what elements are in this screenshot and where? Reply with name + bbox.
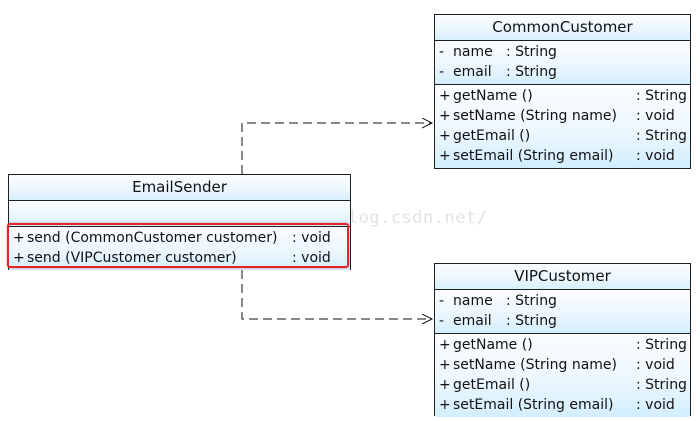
visibility-marker: + <box>13 230 25 246</box>
attributes-section: - name : String - email : String <box>435 41 690 85</box>
method-return-type: : String <box>636 377 687 393</box>
visibility-marker: - <box>439 313 445 329</box>
method-signature: send (CommonCustomer customer) <box>27 230 278 246</box>
attributes-section <box>9 201 350 227</box>
method-return-type: : void <box>636 397 675 413</box>
method-row: + setEmail (String email) : void <box>435 146 690 166</box>
method-signature: getEmail () <box>453 377 531 393</box>
method-signature: getName () <box>453 337 533 353</box>
class-title: EmailSender <box>9 175 350 201</box>
dependency-arrow-vipcustomer <box>241 270 432 319</box>
attribute-row: - name : String <box>435 42 690 62</box>
attribute-type: : String <box>506 44 557 60</box>
dependency-arrow-commoncustomer <box>241 123 432 174</box>
visibility-marker: - <box>439 293 445 309</box>
method-return-type: : void <box>636 148 675 164</box>
method-row: + getName () : String <box>435 335 690 355</box>
method-row: + getEmail () : String <box>435 375 690 395</box>
attribute-name: name <box>453 44 493 60</box>
method-return-type: : void <box>292 230 331 246</box>
method-return-type: : void <box>292 250 331 266</box>
visibility-marker: + <box>439 148 451 164</box>
attribute-type: : String <box>506 293 557 309</box>
class-title: CommonCustomer <box>435 15 690 41</box>
visibility-marker: + <box>13 250 25 266</box>
method-row: + setEmail (String email) : void <box>435 395 690 415</box>
method-return-type: : String <box>636 88 687 104</box>
method-row: + getEmail () : String <box>435 126 690 146</box>
visibility-marker: + <box>439 357 451 373</box>
class-vipcustomer[interactable]: VIPCustomer - name : String - email : St… <box>434 263 691 417</box>
method-signature: send (VIPCustomer customer) <box>27 250 237 266</box>
class-emailsender[interactable]: EmailSender + send (CommonCustomer custo… <box>8 174 351 270</box>
method-signature: setEmail (String email) <box>453 148 614 164</box>
attribute-row: - email : String <box>435 311 690 331</box>
visibility-marker: + <box>439 128 451 144</box>
attribute-type: : String <box>506 64 557 80</box>
visibility-marker: + <box>439 397 451 413</box>
method-row: + send (CommonCustomer customer) : void <box>9 228 350 248</box>
attribute-name: email <box>453 64 492 80</box>
attribute-name: name <box>453 293 493 309</box>
method-row: + setName (String name) : void <box>435 355 690 375</box>
method-row: + setName (String name) : void <box>435 106 690 126</box>
method-return-type: : String <box>636 128 687 144</box>
method-row: + send (VIPCustomer customer) : void <box>9 248 350 268</box>
attribute-name: email <box>453 313 492 329</box>
attributes-section: - name : String - email : String <box>435 290 690 334</box>
method-signature: setName (String name) <box>453 108 618 124</box>
attribute-row: - name : String <box>435 291 690 311</box>
method-signature: getEmail () <box>453 128 531 144</box>
visibility-marker: - <box>439 64 445 80</box>
methods-section: + getName () : String + setName (String … <box>435 334 690 417</box>
visibility-marker: + <box>439 337 451 353</box>
class-commoncustomer[interactable]: CommonCustomer - name : String - email :… <box>434 14 691 169</box>
visibility-marker: + <box>439 377 451 393</box>
visibility-marker: + <box>439 88 451 104</box>
visibility-marker: - <box>439 44 445 60</box>
method-row: + getName () : String <box>435 86 690 106</box>
visibility-marker: + <box>439 108 451 124</box>
method-signature: getName () <box>453 88 533 104</box>
class-title: VIPCustomer <box>435 264 690 290</box>
method-return-type: : void <box>636 357 675 373</box>
attribute-type: : String <box>506 313 557 329</box>
method-signature: setName (String name) <box>453 357 618 373</box>
methods-section: + getName () : String + setName (String … <box>435 85 690 168</box>
method-signature: setEmail (String email) <box>453 397 614 413</box>
methods-section: + send (CommonCustomer customer) : void … <box>9 227 350 270</box>
method-return-type: : void <box>636 108 675 124</box>
method-return-type: : String <box>636 337 687 353</box>
attribute-row: - email : String <box>435 62 690 82</box>
